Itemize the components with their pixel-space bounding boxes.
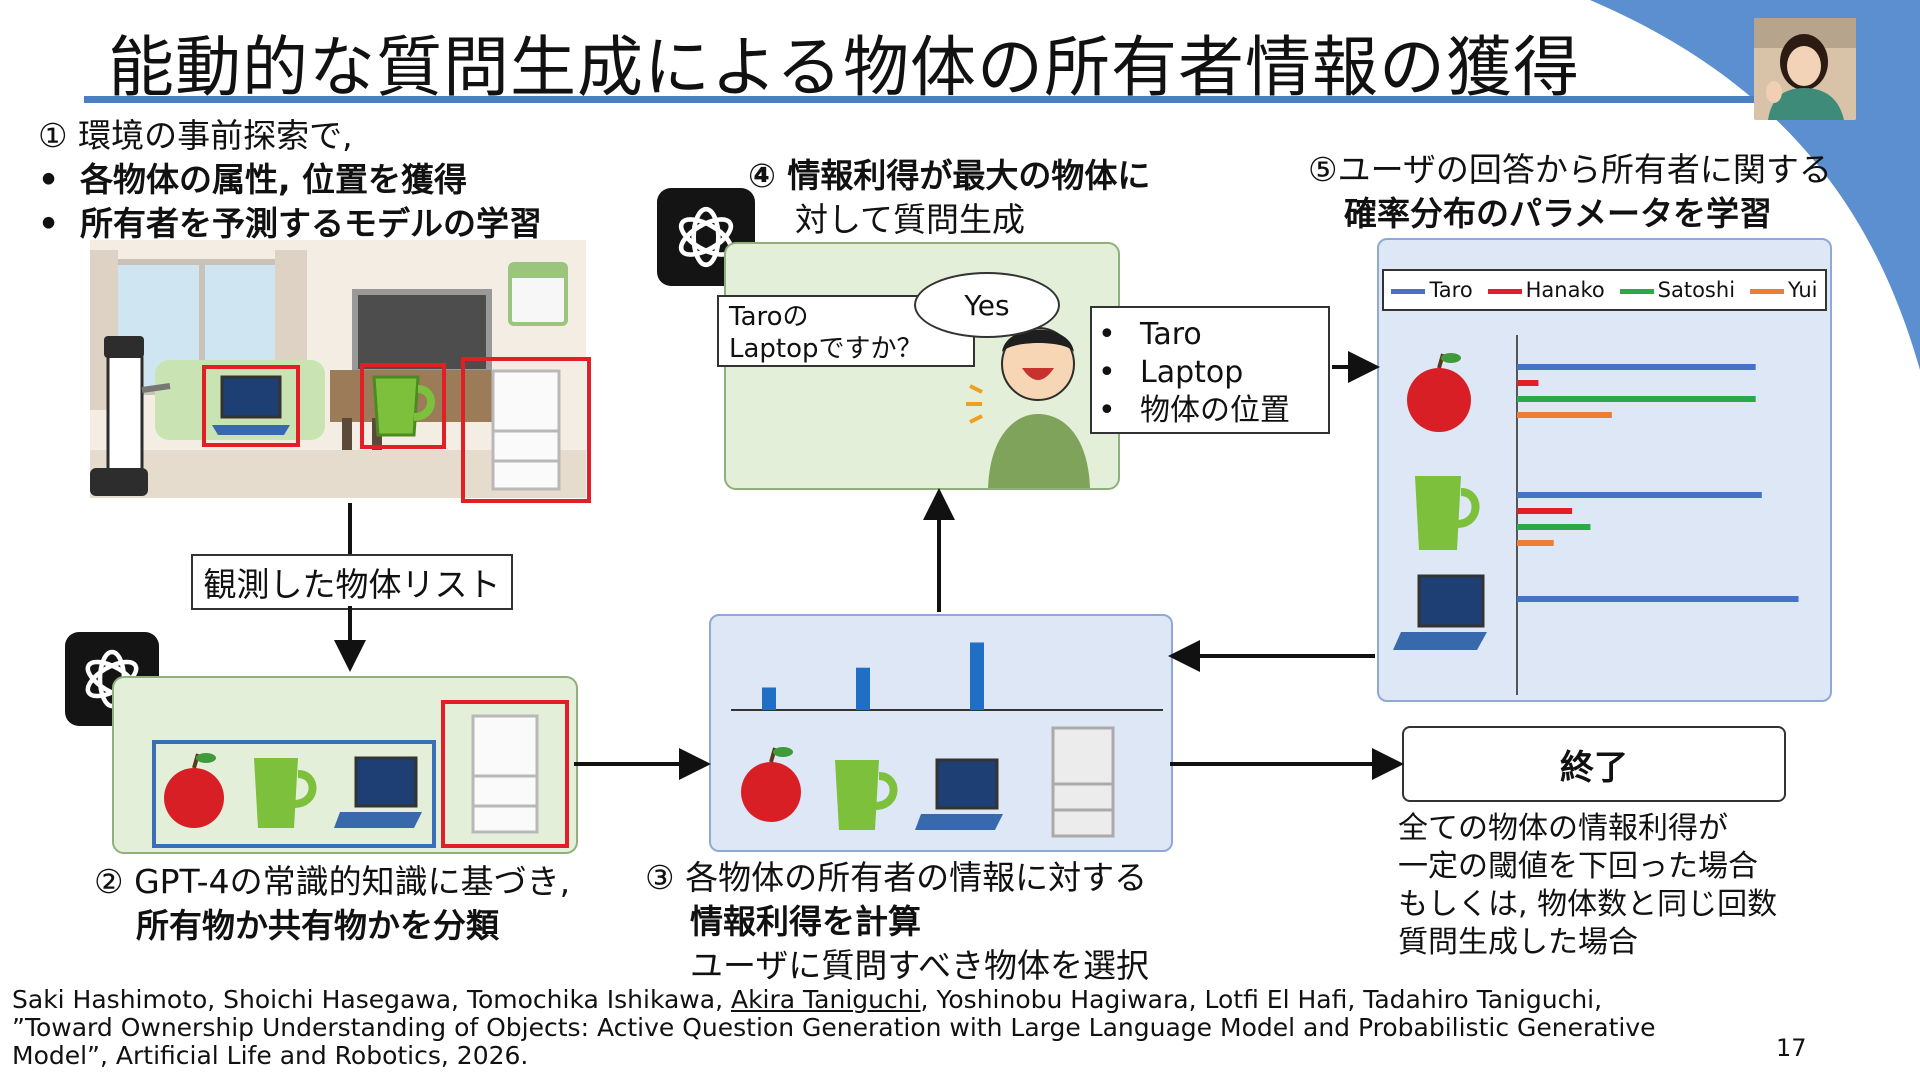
step2-line2: 所有物か共有物かを分類 (136, 906, 499, 945)
answer-item: 物体の位置 (1098, 392, 1322, 430)
step3-line2: 情報利得を計算 (690, 902, 921, 941)
legend-item-satoshi: Satoshi (1619, 278, 1735, 302)
page-number: 17 (1776, 1034, 1807, 1062)
answer-info-box: Taro Laptop 物体の位置 (1090, 306, 1330, 434)
ownership-bar-laptop-taro (1517, 596, 1799, 602)
ownership-bar-cup-hanako (1517, 508, 1573, 514)
legend-item-taro: Taro (1391, 278, 1473, 302)
step5-line2: 確率分布のパラメータを学習 (1344, 194, 1773, 233)
underlined-author: Akira Taniguchi (730, 985, 921, 1014)
step2-text: ② GPT-4の常識的知識に基づき, 所有物か共有物かを分類 (94, 860, 570, 948)
ownership-bar-cup-yui (1517, 540, 1554, 546)
end-condition-text: 全ての物体の情報利得が 一定の閾値を下回った場合 もしくは, 物体数と同じ回数 … (1398, 810, 1777, 962)
observed-object-list-label: 観測した物体リスト (191, 554, 513, 610)
step3-text: ③ 各物体の所有者の情報に対する 情報利得を計算 ユーザに質問すべき物体を選択 (645, 856, 1149, 988)
citation-line3: Model”, Artificial Life and Robotics, 20… (12, 1041, 529, 1070)
step4-text: ④ 情報利得が最大の物体に 対して質問生成 (748, 154, 1150, 242)
end-condition-line: 質問生成した場合 (1398, 925, 1638, 960)
robot-question-bubble: Taroの Laptopですか？ (717, 295, 975, 367)
robot-question-line2: Laptopですか？ (729, 334, 923, 364)
citation-line2: ”Toward Ownership Understanding of Objec… (12, 1013, 1656, 1042)
laptop-detection-box (202, 365, 300, 447)
step2-line1: ② GPT-4の常識的知識に基づき, (94, 862, 571, 901)
presenter-avatar (1754, 18, 1856, 120)
step1-heading: ① 環境の事前探索で, (38, 116, 353, 155)
step1-bullet: 所有者を予測するモデルの学習 (38, 202, 542, 246)
answer-item: Taro (1098, 316, 1322, 354)
slide-title: 能動的な質問生成による物体の所有者情報の獲得 (108, 29, 1581, 106)
end-condition-line: 全ての物体の情報利得が (1398, 811, 1728, 846)
step3-line3: ユーザに質問すべき物体を選択 (690, 946, 1150, 985)
ownership-distribution-chart (1393, 335, 1799, 695)
citation: Saki Hashimoto, Shoichi Hasegawa, Tomoch… (12, 986, 1656, 1070)
step5-text: ⑤ユーザの回答から所有者に関する 確率分布のパラメータを学習 (1308, 148, 1832, 236)
step5-line1: ⑤ユーザの回答から所有者に関する (1308, 150, 1832, 189)
step1-text: ① 環境の事前探索で, 各物体の属性, 位置を獲得 所有者を予測するモデルの学習 (38, 114, 542, 246)
step3-line1: ③ 各物体の所有者の情報に対する (645, 858, 1148, 897)
fridge-detection-box (461, 357, 591, 503)
information-gain-panel (709, 614, 1173, 852)
owner-legend: Taro Hanako Satoshi Yui (1382, 269, 1827, 311)
owned-objects-group (152, 740, 436, 848)
ownership-distribution-panel (1377, 238, 1832, 702)
step1-bullet: 各物体の属性, 位置を獲得 (38, 158, 542, 202)
step4-line1: ④ 情報利得が最大の物体に (748, 156, 1151, 195)
answer-items: Taro Laptop 物体の位置 (1098, 316, 1322, 430)
ownership-bar-apple-yui (1517, 412, 1612, 418)
shared-object-box (441, 700, 569, 848)
end-condition-line: 一定の閾値を下回った場合 (1398, 849, 1758, 884)
end-box: 終了 (1402, 726, 1786, 802)
legend-item-yui: Yui (1749, 278, 1818, 302)
robot-question-line1: Taroの (729, 302, 809, 332)
cup-detection-box (360, 363, 446, 449)
information-gain-bar-cup (856, 667, 870, 710)
information-gain-chart (731, 642, 1163, 838)
step1-bullets: 各物体の属性, 位置を獲得 所有者を予測するモデルの学習 (38, 158, 542, 246)
ownership-bar-cup-taro (1517, 492, 1762, 498)
answer-item: Laptop (1098, 354, 1322, 392)
step4-line2: 対して質問生成 (795, 200, 1026, 239)
information-gain-bar-laptop (970, 642, 984, 710)
citation-line1: Saki Hashimoto, Shoichi Hasegawa, Tomoch… (12, 985, 1603, 1014)
title-underline (84, 96, 1754, 103)
ownership-bar-apple-hanako (1517, 380, 1539, 386)
ownership-bar-cup-satoshi (1517, 524, 1591, 530)
information-gain-bar-apple (762, 687, 776, 710)
end-condition-line: もしくは, 物体数と同じ回数 (1398, 887, 1778, 922)
user-answer-bubble: Yes (914, 272, 1060, 338)
ownership-bar-apple-satoshi (1517, 396, 1756, 402)
legend-item-hanako: Hanako (1487, 278, 1605, 302)
ownership-bar-apple-taro (1517, 364, 1756, 370)
